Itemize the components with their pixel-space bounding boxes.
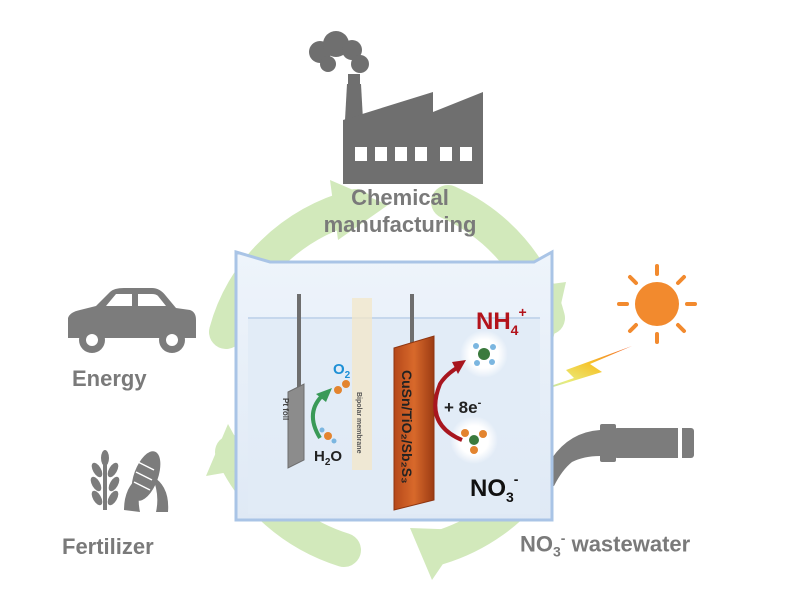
chemical-manufacturing-line2: manufacturing xyxy=(323,212,477,237)
photocathode xyxy=(393,335,435,511)
photocathode-wire xyxy=(410,294,414,350)
pipe-icon xyxy=(538,424,694,486)
wastewater-sub: 3 xyxy=(553,543,561,560)
anode-wire xyxy=(297,294,301,390)
wastewater-rest: wastewater xyxy=(565,531,691,557)
wastewater-no: NO xyxy=(520,531,553,557)
h2o-label: H2O xyxy=(314,448,342,468)
sun-icon xyxy=(617,264,697,344)
reduction-arrow xyxy=(433,364,463,442)
chemical-manufacturing-line1: Chemical xyxy=(351,185,449,210)
wheat-icon xyxy=(90,450,120,510)
pt-foil-electrode xyxy=(287,383,305,469)
o2-label: O2 xyxy=(333,361,351,381)
fertilizer-label: Fertilizer xyxy=(62,534,154,559)
wastewater-label: NO3- wastewater xyxy=(520,530,690,560)
bipolar-membrane xyxy=(352,298,372,470)
h2o-molecule-icon xyxy=(319,427,337,444)
wastewater-sup: - xyxy=(560,530,566,546)
car-icon xyxy=(68,288,196,353)
nh4-label: NH4+ xyxy=(476,304,527,338)
nh4-molecule-icon xyxy=(473,343,496,366)
pt-foil-label: Pt foil xyxy=(281,398,290,420)
electrons-label: + 8e- xyxy=(444,397,482,417)
factory-icon xyxy=(309,31,483,184)
membrane-label: Bipolar membrane xyxy=(355,392,362,454)
o2-molecule-icon xyxy=(334,380,350,394)
chemical-manufacturing-label: Chemical manufacturing xyxy=(300,184,500,238)
energy-label: Energy xyxy=(72,366,147,391)
corn-icon xyxy=(124,451,169,512)
electrochemical-cell: NH4+ O2 H2O + 8e- NO3- Pt foil Bipolar m… xyxy=(234,249,554,522)
no3-label: NO3- xyxy=(470,471,519,505)
photocathode-label: CuSn/TiO₂/Sb₂S₃ xyxy=(399,370,415,484)
no3-molecule-icon xyxy=(461,429,487,454)
